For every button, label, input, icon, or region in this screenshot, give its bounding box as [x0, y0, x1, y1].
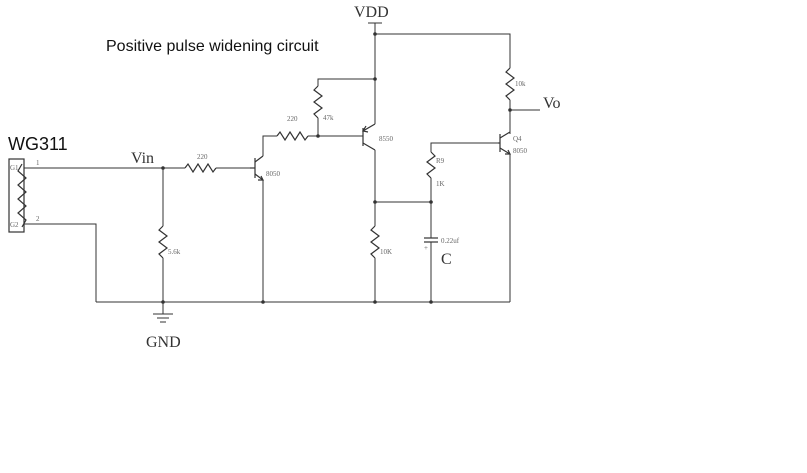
junction-vdd	[373, 32, 377, 36]
module-name: WG311	[8, 134, 68, 154]
q2-emitter-arrow	[362, 125, 369, 133]
wire-q1-collector	[262, 135, 277, 156]
wire-47k-top	[317, 78, 375, 86]
r9-ref: R9	[436, 157, 445, 165]
q4-type: 8050	[513, 147, 528, 155]
wire-r9-top	[430, 142, 498, 152]
r-base1-value: 220	[197, 153, 208, 161]
r9-value: 1K	[436, 180, 445, 188]
cap-plus: +	[424, 244, 428, 252]
module-label-top: G1	[10, 164, 19, 172]
q1-emitter-lead	[254, 173, 264, 181]
resistor-base2	[276, 130, 309, 142]
q4-emitter-lead	[499, 147, 511, 155]
q2-type: 8550	[379, 135, 394, 143]
vin-label: Vin	[131, 150, 154, 167]
resistor-base1	[184, 162, 217, 174]
r-bias-value: 5.6k	[168, 248, 181, 256]
vdd-label: VDD	[354, 4, 389, 21]
module-label-bottom: G2	[10, 221, 19, 229]
gnd-label: GND	[146, 334, 181, 351]
junction-q2-out	[373, 200, 377, 204]
q4-ref: Q4	[513, 135, 522, 143]
r-base2-value: 220	[287, 115, 298, 123]
junction-gnd-10k	[373, 300, 377, 304]
vo-label: Vo	[543, 95, 561, 112]
r-pullup-value: 47k	[323, 114, 334, 122]
junction-vo	[508, 108, 512, 112]
cap-label: C	[441, 251, 452, 268]
module-coil	[17, 163, 27, 228]
resistor-emitter	[370, 225, 380, 259]
cap-value: 0.22uf	[441, 237, 460, 245]
resistor-bias	[158, 225, 168, 259]
wire-pin2	[24, 223, 97, 302]
junction-gnd-cap	[429, 300, 433, 304]
resistor-r9	[426, 151, 436, 179]
resistor-load	[505, 67, 515, 101]
module-body	[8, 158, 25, 233]
resistor-pullup	[313, 85, 323, 119]
diagram-title: Positive pulse widening circuit	[106, 38, 319, 55]
module-pin1: 1	[36, 159, 40, 167]
q2-emitter-lead	[362, 123, 376, 132]
junction-vin	[161, 166, 165, 170]
r-emitter-value: 10K	[380, 248, 392, 256]
q1-collector-lead	[254, 155, 264, 163]
junction-gnd-q1	[261, 300, 265, 304]
q1-type: 8050	[266, 170, 281, 178]
q4-collector-lead	[499, 131, 511, 139]
r-load-value: 10k	[515, 80, 526, 88]
wire-vdd-load	[375, 33, 511, 68]
module-pin2: 2	[36, 215, 40, 223]
q2-collector-lead	[362, 142, 376, 151]
